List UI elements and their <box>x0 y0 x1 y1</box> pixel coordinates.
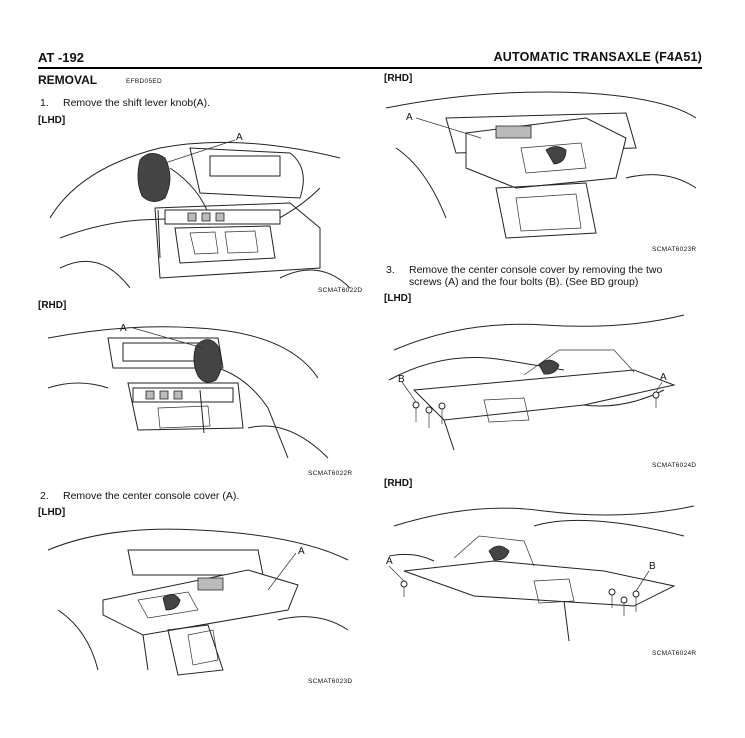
step3-line2: screws (A) and the four bolts (B). (See … <box>409 276 639 288</box>
fig5-code: SCMAT6024D <box>652 462 697 469</box>
page-header: AT -192 AUTOMATIC TRANSAXLE (F4A51) <box>38 50 702 66</box>
fig3-code: SCMAT6023D <box>308 678 353 685</box>
fig6-label-a: A <box>386 556 393 567</box>
figure-shift-knob-rhd: A <box>48 323 348 478</box>
step1-number: 1. <box>40 97 49 109</box>
removal-code: EFBD05ED <box>126 78 162 85</box>
step2-text: Remove the center console cover (A). <box>63 490 240 502</box>
fig5-label-a: A <box>660 372 667 383</box>
step1-text: Remove the shift lever knob(A). <box>63 97 211 109</box>
step3-line1: Remove the center console cover by remov… <box>409 264 663 276</box>
fig6-label-b: B <box>649 561 656 572</box>
fig1-label-a: A <box>236 132 243 143</box>
lhd-label-2: [LHD] <box>38 507 66 518</box>
figure-console-cover-lhd: A <box>48 520 358 680</box>
fig1-code: SCMAT6022D <box>318 287 363 294</box>
lhd-label-right: [LHD] <box>384 293 412 304</box>
header-rule <box>38 67 702 69</box>
figure-console-cover-rhd: A <box>386 88 702 248</box>
step2-number: 2. <box>40 490 49 502</box>
step3-number: 3. <box>386 264 395 276</box>
page-number: AT -192 <box>38 50 84 65</box>
figure-console-screws-rhd: A B <box>386 496 700 646</box>
fig3-label-a: A <box>298 546 305 557</box>
figure-shift-knob-lhd: A <box>40 132 360 303</box>
removal-heading: REMOVAL <box>38 73 98 87</box>
fig4-label-a: A <box>406 112 413 123</box>
section-title: AUTOMATIC TRANSAXLE (F4A51) <box>493 50 702 64</box>
lhd-label-1: [LHD] <box>38 115 66 126</box>
rhd-label-right-2: [RHD] <box>384 478 413 489</box>
fig2-label-a: A <box>120 323 127 334</box>
rhd-label-1: [RHD] <box>38 300 67 311</box>
fig4-code: SCMAT6023R <box>652 246 697 253</box>
figure-console-screws-lhd: B A <box>384 310 700 460</box>
fig2-code: SCMAT6022R <box>308 470 353 477</box>
fig5-label-b: B <box>398 374 405 385</box>
fig6-code: SCMAT6024R <box>652 650 697 657</box>
rhd-label-right-1: [RHD] <box>384 73 413 84</box>
